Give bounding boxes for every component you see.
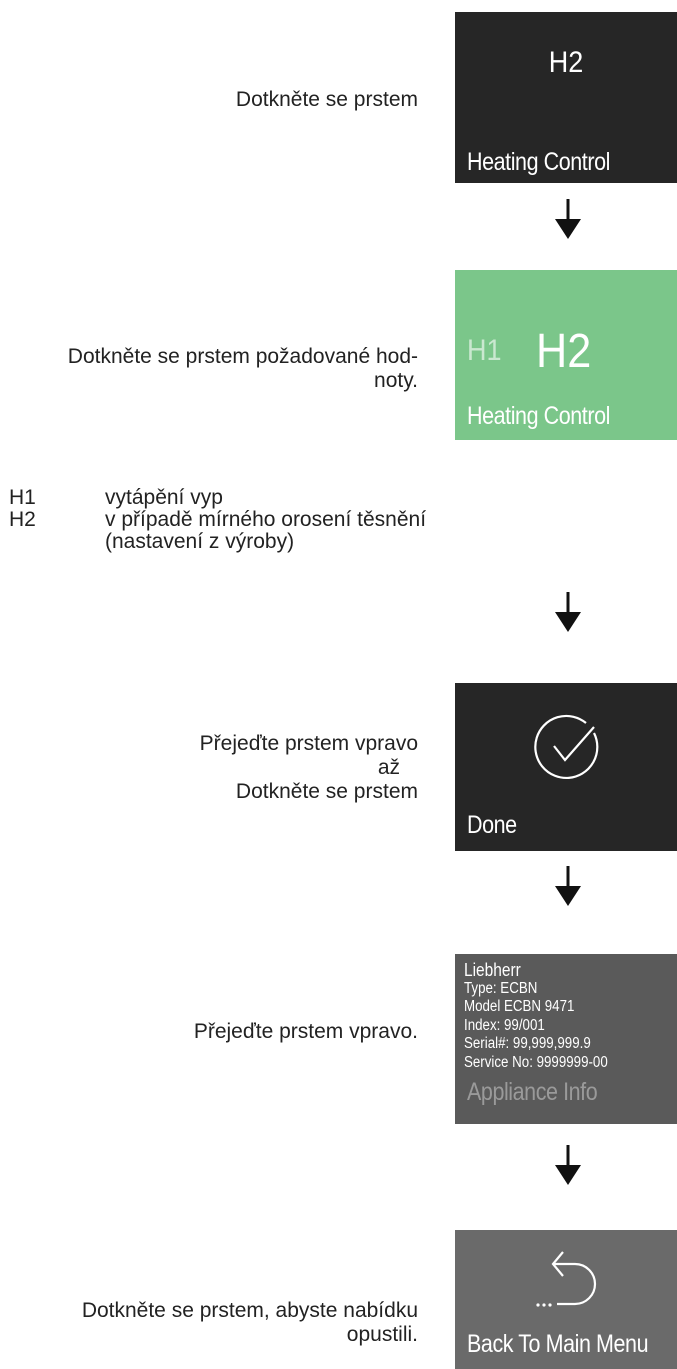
instruction-line: Dotkněte se prstem, abyste nabídku: [81, 1299, 418, 1322]
legend-code: H2: [9, 508, 36, 531]
heating-control-screen[interactable]: H2 Heating Control: [455, 12, 677, 183]
check-circle-icon: [534, 714, 599, 780]
legend-row: H1 vytápění vyp: [9, 487, 426, 509]
appliance-info-screen[interactable]: Liebherr Type: ECBN Model ECBN 9471 Inde…: [455, 954, 677, 1124]
info-line: Liebherr: [464, 960, 521, 980]
instruction-line: noty.: [374, 369, 418, 392]
info-line: Service No: 9999999-00: [464, 1053, 608, 1071]
heating-select-screen[interactable]: H1 H2 Heating Control: [455, 270, 677, 440]
screen-label: Appliance Info: [467, 1078, 598, 1106]
option-h2[interactable]: H2: [536, 325, 592, 378]
legend-text: (nastavení z výroby): [105, 530, 295, 553]
instruction-step-2: Dotkněte se prstem požadované hod- noty.: [68, 345, 418, 393]
legend: H1 vytápění vyp H2 v případě mírného oro…: [9, 487, 426, 553]
instruction-line: Přejeďte prstem vpravo: [199, 732, 418, 755]
legend-text: v případě mírného orosení těsnění: [105, 508, 427, 531]
instruction-line: až: [377, 756, 400, 779]
screen-label: Done: [467, 811, 517, 839]
appliance-info-lines: Liebherr Type: ECBN Model ECBN 9471 Inde…: [464, 961, 608, 1072]
instruction-step-1: Dotkněte se prstem: [236, 88, 418, 112]
instruction-text: Přejeďte prstem vpravo.: [193, 1020, 418, 1043]
screen-label: Heating Control: [467, 402, 610, 430]
screen-label: Back To Main Menu: [467, 1330, 649, 1358]
legend-code: H1: [9, 486, 36, 509]
info-line: Model ECBN 9471: [464, 998, 575, 1015]
screen-label: Heating Control: [467, 148, 610, 176]
info-line: Index: 99/001: [464, 1016, 545, 1034]
legend-row: H2 v případě mírného orosení těsnění (na…: [9, 509, 426, 553]
instruction-step-5: Dotkněte se prstem, abyste nabídku opust…: [82, 1299, 418, 1347]
down-arrow-icon: [555, 866, 581, 906]
info-line: Type: ECBN: [464, 979, 538, 997]
instruction-line: Dotkněte se prstem: [235, 780, 418, 803]
done-screen[interactable]: Done: [455, 683, 677, 851]
back-arrow-icon: [536, 1251, 597, 1307]
instruction-step-4: Přejeďte prstem vpravo.: [194, 1020, 418, 1044]
option-h1[interactable]: H1: [467, 334, 502, 367]
down-arrow-icon: [555, 592, 581, 632]
instruction-line: Dotkněte se prstem požadované hod-: [67, 345, 418, 368]
down-arrow-icon: [555, 199, 581, 239]
down-arrow-icon: [555, 1145, 581, 1185]
instruction-line: opustili.: [346, 1323, 418, 1346]
back-to-main-menu-screen[interactable]: Back To Main Menu: [455, 1230, 677, 1369]
info-line: Serial#: 99,999,999.9: [464, 1035, 591, 1052]
heating-value: H2: [548, 46, 584, 79]
instruction-text: Dotkněte se prstem: [235, 88, 418, 111]
instruction-step-3: Přejeďte prstem vpravo až Dotkněte se pr…: [178, 732, 418, 804]
legend-text: vytápění vyp: [105, 486, 223, 509]
